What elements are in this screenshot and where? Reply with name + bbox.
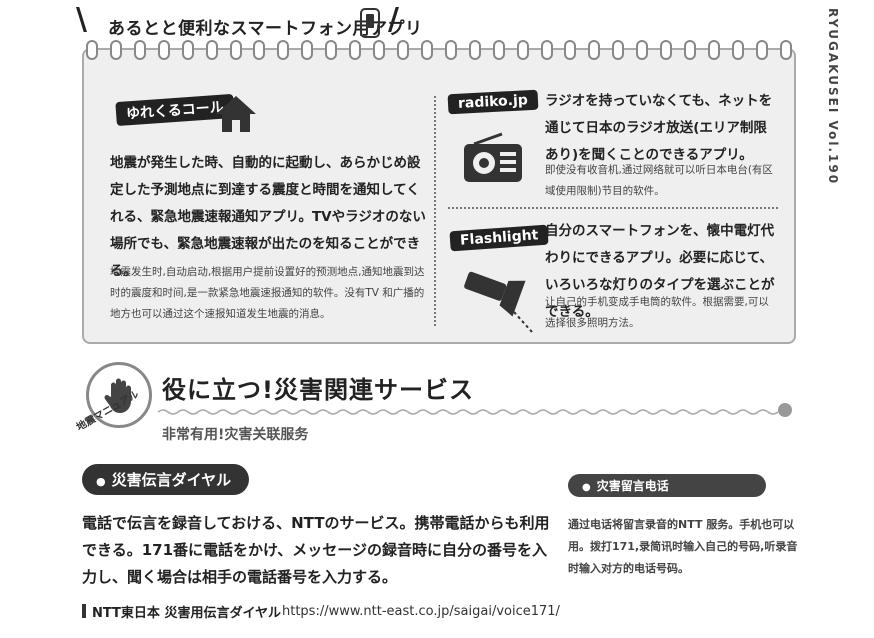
flashlight-icon [464, 271, 533, 333]
yurekuru-description-cn: 地震发生时,自动启动,根据用户提前设置好的预测地点,通知地震到达时的震度和时间,… [110, 266, 425, 320]
footer-url[interactable]: https://www.ntt-east.co.jp/saigai/voice1… [282, 604, 560, 619]
page-title: あるとと便利なスマートフォン用アプリ [108, 19, 423, 39]
section-title: 役に立つ!災害関連サービス [162, 376, 474, 404]
hand-icon [86, 362, 152, 428]
service-description-cn: 通过电话将留言录音的NTT 服务。手机也可以用。拨打171,录简讯时输入自己的号… [568, 518, 798, 575]
divider-horizontal [448, 207, 778, 209]
flashlight-description-cn: 让自己的手机变成手电筒的软件。根据需要,可以选择很多照明方法。 [545, 296, 769, 329]
flashlight-description-jp: 自分のスマートフォンを、懐中電灯代わりにできるアプリ。必要に応じて、いろいろな灯… [545, 223, 775, 320]
house-icon [216, 96, 256, 132]
radiko-description-jp: ラジオを持っていなくても、ネットを通じて日本のラジオ放送(エリア制限あり)を聞く… [545, 93, 773, 163]
radio-icon [464, 132, 522, 182]
section-subtitle: 非常有用!灾害关联服务 [162, 427, 309, 443]
service-description-jp: 電話で伝言を録音しておける、NTTのサービス。携帯電話からも利用できる。171番… [82, 514, 550, 586]
footer-service-name: NTT東日本 災害用伝言ダイヤル [92, 606, 282, 621]
radiko-description-cn: 即使没有收音机,通过网络就可以听日本电台(有区域使用限制)节目的软件。 [545, 164, 773, 197]
smartphone-icon [360, 8, 380, 38]
slash-decoration-left: \ [76, 2, 87, 37]
wavy-divider [158, 409, 779, 415]
service-heading: 災害伝言ダイヤル [82, 464, 250, 495]
wavy-divider-end-dot [778, 403, 792, 417]
service-heading-cn: 灾害留言电话 [568, 474, 766, 497]
divider-vertical [434, 96, 436, 326]
notebook-rings [86, 40, 792, 70]
magazine-volume: RYUGAKUSEI Vol.190 [826, 8, 840, 186]
footer-bar [82, 604, 86, 618]
slash-decoration-right: / [388, 2, 399, 37]
yurekuru-description-jp: 地震が発生した時、自動的に起動し、あらかじめ設定した予測地点に到達する震度と時間… [110, 155, 426, 279]
